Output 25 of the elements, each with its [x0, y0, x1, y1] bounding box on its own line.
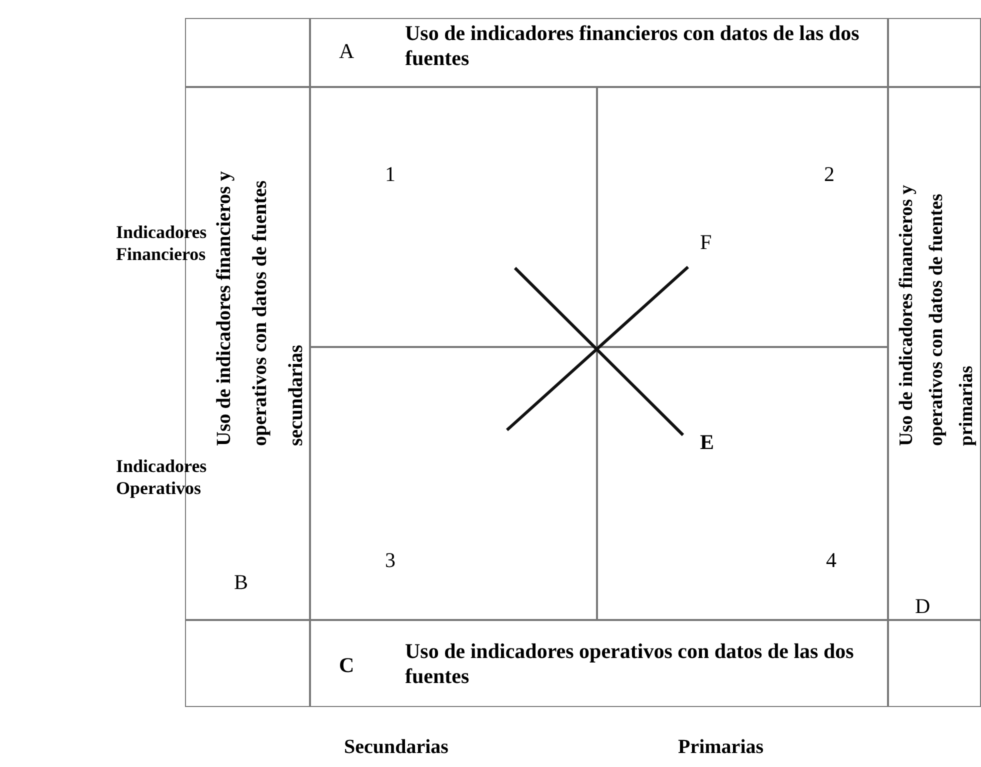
quadrant-number: 4 [826, 548, 836, 574]
cell-letter: A [339, 39, 354, 64]
quadrant-number: 1 [385, 162, 396, 188]
axis-label: Indicadores Operativos [116, 456, 208, 500]
quadrant-cell [597, 87, 888, 347]
table-cell [310, 620, 888, 707]
axis-label: Indicadores Financieros [116, 222, 208, 266]
quadrant-number: 3 [385, 548, 396, 574]
axis-label: Secundarias [344, 735, 448, 759]
table-cell [310, 18, 888, 87]
cell-text: Uso de indicadores financieros y operativos con datos de fuentes secundarias [212, 170, 308, 446]
cell-text: Uso de indicadores operativos con datos de las dos fuentes [405, 639, 855, 690]
line-label: E [700, 430, 714, 456]
cell-text: Uso de indicadores financieros y operativos con datos de fuentes primarias [895, 184, 978, 446]
table-cell [888, 87, 981, 620]
quadrant-cell [310, 347, 597, 620]
cell-letter: B [234, 570, 248, 596]
quadrant-cell [597, 347, 888, 620]
cell-letter: D [915, 594, 930, 620]
axis-label: Primarias [678, 735, 764, 759]
cell-text: Uso de indicadores financieros con datos de las dos fuentes [405, 21, 860, 72]
quadrant-cell [310, 87, 597, 347]
line-label: F [700, 230, 712, 256]
cell-letter: C [339, 653, 354, 678]
quadrant-number: 2 [824, 162, 834, 188]
